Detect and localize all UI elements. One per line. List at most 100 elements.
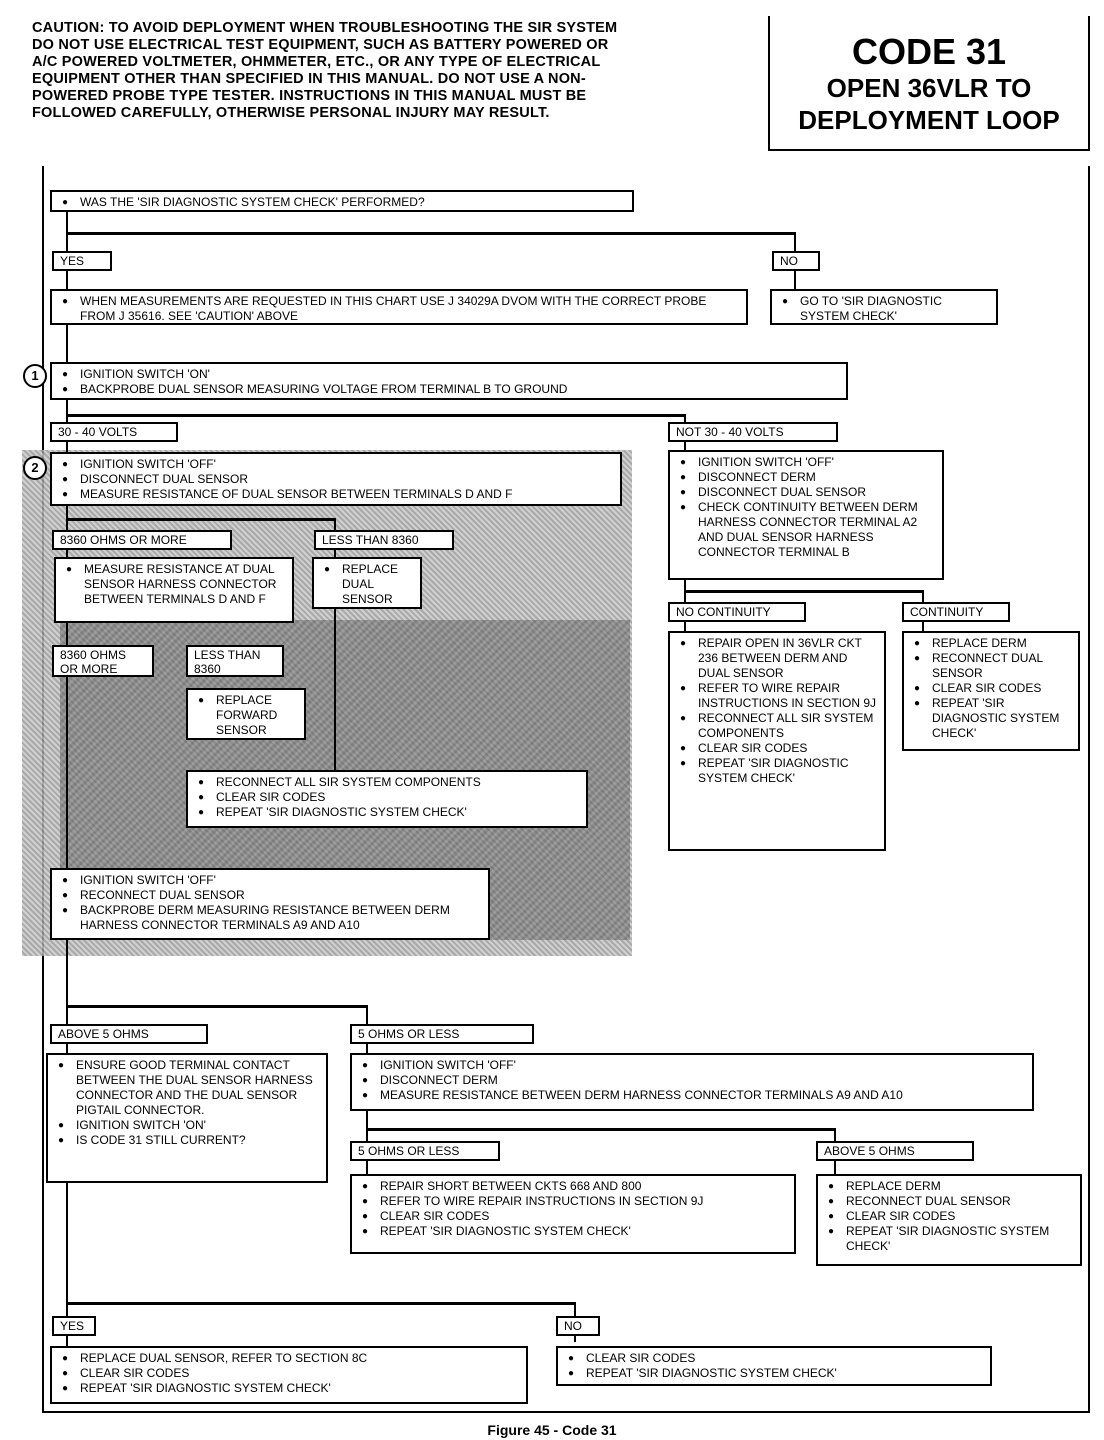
branch-not-30-40-volts: NOT 30 - 40 VOLTS (668, 422, 838, 442)
code-subtitle-2: DEPLOYMENT LOOP (798, 105, 1060, 135)
branch-above-5-ohms-2: ABOVE 5 OHMS (816, 1141, 974, 1161)
step-2-box: IGNITION SWITCH 'OFF' DISCONNECT DUAL SE… (50, 452, 622, 506)
measure-harness-box: MEASURE RESISTANCE AT DUAL SENSOR HARNES… (54, 557, 294, 623)
backprobe-derm-item: RECONNECT DUAL SENSOR (58, 888, 482, 903)
backprobe-derm-item: BACKPROBE DERM MEASURING RESISTANCE BETW… (58, 903, 482, 933)
connector (66, 1005, 366, 1008)
replace-dual-sensor-final-item: REPEAT 'SIR DIAGNOSTIC SYSTEM CHECK' (58, 1381, 520, 1396)
connector (66, 324, 68, 364)
branch-yes-2: YES (52, 1316, 96, 1336)
dvom-instruction: WHEN MEASUREMENTS ARE REQUESTED IN THIS … (58, 294, 740, 324)
step-2-item: IGNITION SWITCH 'OFF' (58, 457, 614, 472)
caution-text: CAUTION: TO AVOID DEPLOYMENT WHEN TROUBL… (32, 20, 618, 121)
dvom-instruction-box: WHEN MEASUREMENTS ARE REQUESTED IN THIS … (50, 289, 748, 325)
branch-less-than-8360-2: LESS THAN 8360 (186, 645, 284, 677)
repair-open-item: REFER TO WIRE REPAIR INSTRUCTIONS IN SEC… (676, 681, 878, 711)
continuity-check-item: DISCONNECT DERM (676, 470, 936, 485)
branch-30-40-volts: 30 - 40 VOLTS (50, 422, 178, 442)
step-1-marker: 1 (23, 364, 47, 388)
branch-5-ohms-or-less-2: 5 OHMS OR LESS (350, 1141, 500, 1161)
branch-no-continuity: NO CONTINUITY (668, 602, 806, 622)
step-1-item: BACKPROBE DUAL SENSOR MEASURING VOLTAGE … (58, 382, 840, 397)
ensure-contact-box: ENSURE GOOD TERMINAL CONTACT BETWEEN THE… (46, 1053, 328, 1183)
connector (66, 232, 796, 235)
branch-8360-or-more-2: 8360 OHMS OR MORE (52, 645, 154, 677)
code-header-box: CODE 31 OPEN 36VLR TO DEPLOYMENT LOOP (768, 16, 1090, 151)
code-title: CODE 31 (851, 31, 1007, 72)
ensure-contact-item: IS CODE 31 STILL CURRENT? (54, 1133, 320, 1148)
branch-continuity: CONTINUITY (902, 602, 1010, 622)
connector (66, 210, 68, 290)
reconnect-all-item: RECONNECT ALL SIR SYSTEM COMPONENTS (194, 775, 580, 790)
reconnect-all-item: REPEAT 'SIR DIAGNOSTIC SYSTEM CHECK' (194, 805, 580, 820)
question-sir-check: WAS THE 'SIR DIAGNOSTIC SYSTEM CHECK' PE… (50, 190, 634, 212)
connector (684, 590, 924, 593)
repair-short-item: REPAIR SHORT BETWEEN CKTS 668 AND 800 (358, 1179, 788, 1194)
continuity-check-item: IGNITION SWITCH 'OFF' (676, 455, 936, 470)
replace-dual-sensor: REPLACE DUAL SENSOR (320, 562, 414, 607)
replace-derm-box-2: REPLACE DERM RECONNECT DUAL SENSOR CLEAR… (816, 1174, 1082, 1266)
clear-codes-final-item: REPEAT 'SIR DIAGNOSTIC SYSTEM CHECK' (564, 1366, 984, 1381)
step-2-item: DISCONNECT DUAL SENSOR (58, 472, 614, 487)
branch-8360-or-more: 8360 OHMS OR MORE (52, 530, 232, 550)
branch-no-2: NO (556, 1316, 600, 1336)
replace-derm-item-2: CLEAR SIR CODES (824, 1209, 1074, 1224)
measure-derm-item: DISCONNECT DERM (358, 1073, 1026, 1088)
question-text: WAS THE 'SIR DIAGNOSTIC SYSTEM CHECK' PE… (58, 195, 626, 210)
replace-dual-sensor-final-box: REPLACE DUAL SENSOR, REFER TO SECTION 8C… (50, 1346, 528, 1404)
repair-open-item: REPAIR OPEN IN 36VLR CKT 236 BETWEEN DER… (676, 636, 878, 681)
replace-derm-item: REPLACE DERM (910, 636, 1072, 651)
replace-derm-item-2: REPLACE DERM (824, 1179, 1074, 1194)
step-2-marker: 2 (23, 456, 47, 480)
backprobe-derm-box: IGNITION SWITCH 'OFF' RECONNECT DUAL SEN… (50, 868, 490, 940)
reconnect-all-item: CLEAR SIR CODES (194, 790, 580, 805)
measure-derm-item: MEASURE RESISTANCE BETWEEN DERM HARNESS … (358, 1088, 1026, 1103)
replace-derm-item-2: RECONNECT DUAL SENSOR (824, 1194, 1074, 1209)
replace-forward-sensor-box: REPLACE FORWARD SENSOR (186, 688, 306, 740)
continuity-check-item: CHECK CONTINUITY BETWEEN DERM HARNESS CO… (676, 500, 936, 560)
branch-above-5-ohms: ABOVE 5 OHMS (50, 1024, 208, 1044)
branch-yes: YES (52, 251, 112, 271)
connector (66, 414, 686, 417)
repair-open-item: REPEAT 'SIR DIAGNOSTIC SYSTEM CHECK' (676, 756, 878, 786)
connector (334, 518, 336, 818)
clear-codes-final-box: CLEAR SIR CODES REPEAT 'SIR DIAGNOSTIC S… (556, 1346, 992, 1386)
measure-harness: MEASURE RESISTANCE AT DUAL SENSOR HARNES… (62, 562, 286, 607)
replace-derm-item-2: REPEAT 'SIR DIAGNOSTIC SYSTEM CHECK' (824, 1224, 1074, 1254)
clear-codes-final-item: CLEAR SIR CODES (564, 1351, 984, 1366)
step-1-item: IGNITION SWITCH 'ON' (58, 367, 840, 382)
replace-derm-box: REPLACE DERM RECONNECT DUAL SENSOR CLEAR… (902, 631, 1080, 751)
goto-sir-check: GO TO 'SIR DIAGNOSTIC SYSTEM CHECK' (778, 294, 990, 324)
goto-sir-check-box: GO TO 'SIR DIAGNOSTIC SYSTEM CHECK' (770, 289, 998, 325)
replace-dual-sensor-final-item: REPLACE DUAL SENSOR, REFER TO SECTION 8C (58, 1351, 520, 1366)
replace-dual-sensor-box: REPLACE DUAL SENSOR (312, 557, 422, 609)
code-subtitle-1: OPEN 36VLR TO (826, 73, 1032, 103)
branch-no: NO (772, 251, 820, 271)
measure-derm-item: IGNITION SWITCH 'OFF' (358, 1058, 1026, 1073)
figure-caption: Figure 45 - Code 31 (487, 1422, 617, 1438)
ensure-contact-item: IGNITION SWITCH 'ON' (54, 1118, 320, 1133)
reconnect-all-box: RECONNECT ALL SIR SYSTEM COMPONENTS CLEA… (186, 770, 588, 828)
replace-dual-sensor-final-item: CLEAR SIR CODES (58, 1366, 520, 1381)
connector (66, 1302, 576, 1305)
step-1-box: IGNITION SWITCH 'ON' BACKPROBE DUAL SENS… (50, 362, 848, 400)
continuity-check-box: IGNITION SWITCH 'OFF' DISCONNECT DERM DI… (668, 450, 944, 580)
replace-derm-item: CLEAR SIR CODES (910, 681, 1072, 696)
replace-derm-item: RECONNECT DUAL SENSOR (910, 651, 1072, 681)
connector (66, 518, 336, 521)
repair-short-item: REFER TO WIRE REPAIR INSTRUCTIONS IN SEC… (358, 1194, 788, 1209)
repair-short-box: REPAIR SHORT BETWEEN CKTS 668 AND 800 RE… (350, 1174, 796, 1254)
backprobe-derm-item: IGNITION SWITCH 'OFF' (58, 873, 482, 888)
connector (366, 1128, 836, 1131)
continuity-check-item: DISCONNECT DUAL SENSOR (676, 485, 936, 500)
repair-short-item: CLEAR SIR CODES (358, 1209, 788, 1224)
step-2-item: MEASURE RESISTANCE OF DUAL SENSOR BETWEE… (58, 487, 614, 502)
replace-forward-sensor: REPLACE FORWARD SENSOR (194, 693, 298, 738)
repair-open-item: RECONNECT ALL SIR SYSTEM COMPONENTS (676, 711, 878, 741)
repair-short-item: REPEAT 'SIR DIAGNOSTIC SYSTEM CHECK' (358, 1224, 788, 1239)
repair-open-box: REPAIR OPEN IN 36VLR CKT 236 BETWEEN DER… (668, 631, 886, 851)
branch-less-than-8360: LESS THAN 8360 (314, 530, 454, 550)
branch-5-ohms-or-less: 5 OHMS OR LESS (350, 1024, 534, 1044)
measure-derm-box: IGNITION SWITCH 'OFF' DISCONNECT DERM ME… (350, 1053, 1034, 1111)
ensure-contact-item: ENSURE GOOD TERMINAL CONTACT BETWEEN THE… (54, 1058, 320, 1118)
